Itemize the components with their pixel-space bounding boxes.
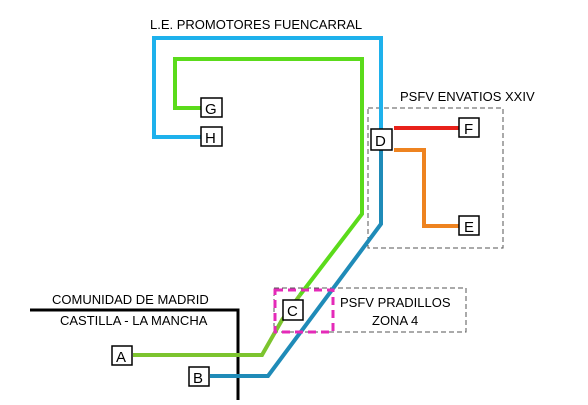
svg-text:B: B bbox=[193, 370, 203, 387]
pradillos-highlight-box bbox=[273, 288, 335, 334]
envatios-area-box bbox=[367, 107, 504, 249]
node-c: C bbox=[282, 299, 304, 321]
region-top-label: COMUNIDAD DE MADRID bbox=[52, 292, 209, 307]
svg-text:G: G bbox=[205, 101, 217, 118]
green-line bbox=[173, 57, 364, 297]
svg-text:C: C bbox=[287, 303, 298, 320]
pradillos-area-box bbox=[273, 287, 467, 333]
node-a: A bbox=[111, 345, 133, 366]
svg-text:A: A bbox=[116, 349, 126, 366]
svg-text:H: H bbox=[205, 130, 216, 147]
community-border-line bbox=[30, 308, 240, 400]
svg-text:F: F bbox=[464, 121, 473, 138]
region-bottom-label: CASTILLA - LA MANCHA bbox=[60, 313, 208, 328]
pradillos-title-line1: PSFV PRADILLOS bbox=[340, 295, 451, 310]
svg-text:E: E bbox=[464, 219, 474, 236]
node-f: F bbox=[458, 117, 480, 138]
node-g: G bbox=[200, 97, 223, 118]
svg-text:D: D bbox=[375, 133, 386, 150]
cyan-line bbox=[152, 36, 383, 139]
line-title-label: L.E. PROMOTORES FUENCARRAL bbox=[150, 17, 362, 32]
blue-line bbox=[210, 150, 383, 378]
node-h: H bbox=[200, 126, 223, 147]
orange-line bbox=[394, 148, 460, 228]
node-d: D bbox=[370, 128, 393, 151]
node-e: E bbox=[458, 215, 480, 236]
pradillos-title-line2: ZONA 4 bbox=[372, 313, 418, 328]
envatios-title-label: PSFV ENVATIOS XXIV bbox=[400, 89, 535, 104]
node-b: B bbox=[188, 366, 210, 387]
